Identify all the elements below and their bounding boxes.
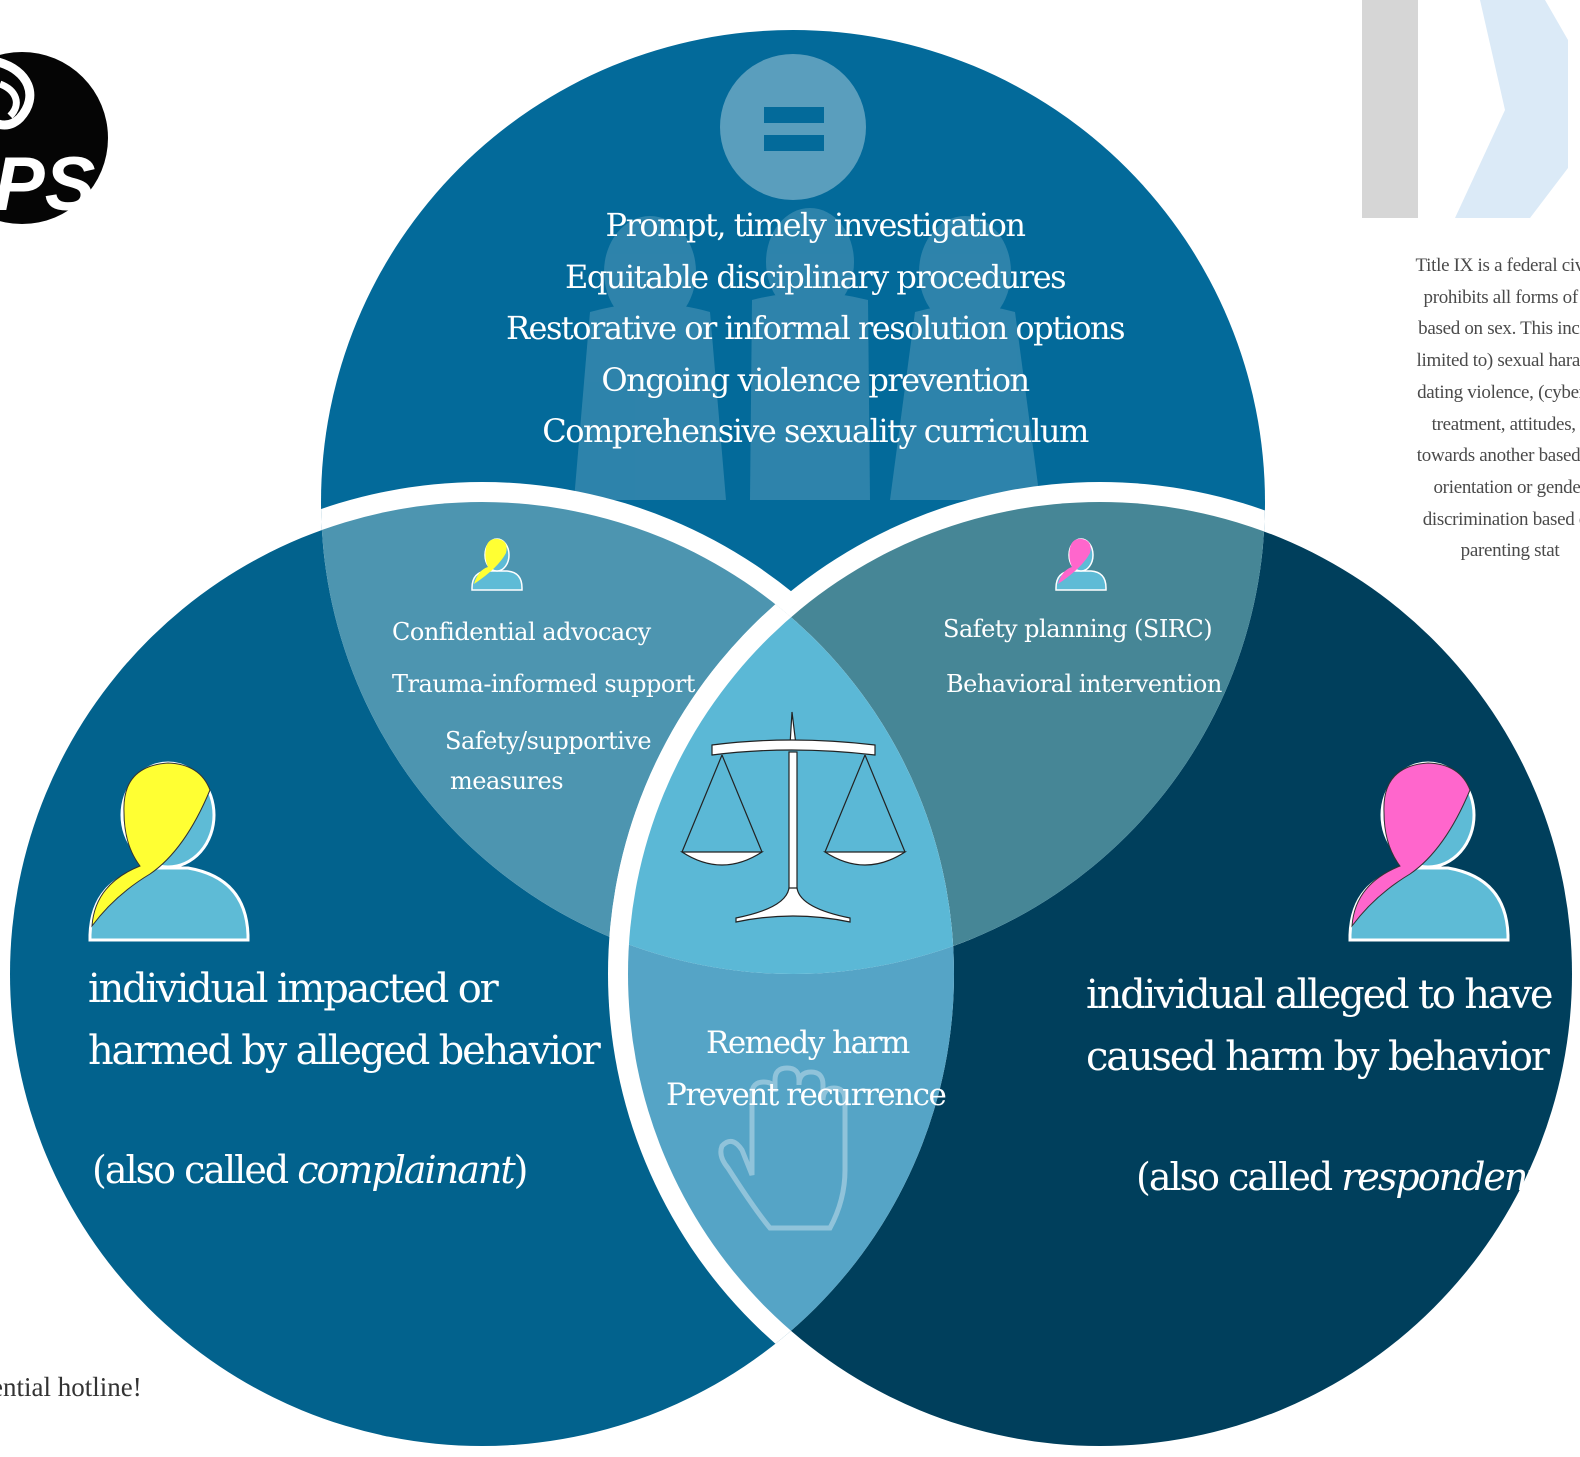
ix-letters: [1362, 0, 1568, 218]
list-item: Restorative or informal resolution optio…: [505, 309, 1126, 347]
raised-hand-icon: [718, 1065, 848, 1231]
logo-letters: PS: [0, 142, 95, 227]
list-item: Prompt, timely investigation: [605, 206, 1026, 244]
bottom-lens-item: Remedy harm: [706, 1025, 910, 1061]
institution-responsibilities-list: Prompt, timely investigation Equitable d…: [420, 200, 1210, 458]
hotline-text: idential hotline!: [0, 1372, 142, 1402]
people-silhouettes: [574, 208, 1040, 500]
list-item: Equitable disciplinary procedures: [564, 257, 1067, 296]
list-item: Ongoing violence prevention: [601, 360, 1030, 399]
left-lens-item: Trauma-informed support: [392, 670, 695, 698]
right-lens-item: Behavioral intervention: [946, 670, 1222, 698]
respondent-description: individual alleged to have caused harm b…: [1086, 972, 1554, 1080]
respondent-icon: [1348, 761, 1510, 942]
left-lens-item: Confidential advocacy: [392, 618, 651, 646]
list-item: Comprehensive sexuality curriculum: [542, 412, 1089, 450]
complainant-term: (also called complainant): [92, 1148, 528, 1192]
title-ix-description: Title IX is a federal civil r prohibits …: [1415, 255, 1580, 562]
right-lens-item: Safety planning (SIRC): [943, 615, 1213, 643]
respondent-term: (also called respondent): [1136, 1155, 1554, 1199]
scales-of-justice-icon: [679, 711, 908, 923]
respondent-small-icon: [1055, 538, 1107, 591]
equals-icon: [720, 54, 866, 200]
logo: PS: [0, 52, 108, 227]
left-lens-item: Safety/supportive: [445, 727, 652, 755]
complainant-small-icon: [471, 538, 523, 591]
bottom-lens-item: Prevent recurrence: [666, 1077, 947, 1113]
complainant-description: individual impacted or harmed by alleged…: [88, 966, 601, 1074]
complainant-icon: [88, 761, 250, 942]
left-lens-item: measures: [450, 767, 564, 795]
center-overlap: [628, 502, 954, 974]
